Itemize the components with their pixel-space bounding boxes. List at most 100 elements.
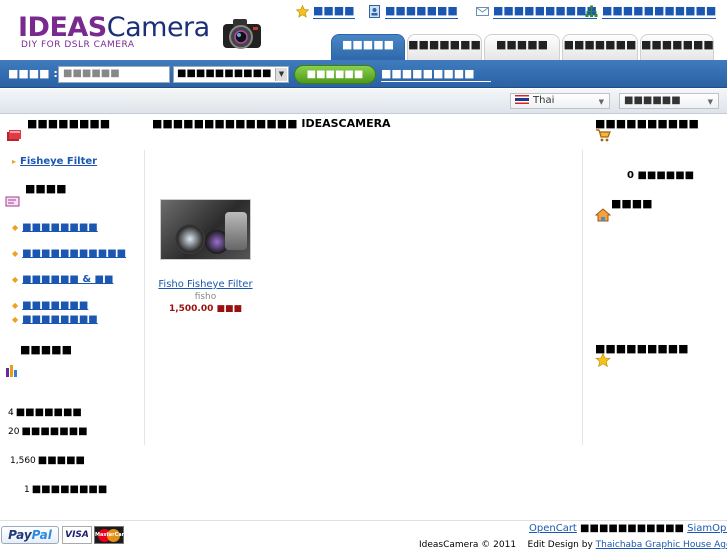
search-category-select[interactable]: ■■■■■■■■■■ ▼: [173, 66, 289, 83]
product-price: 1,500.00 ■■■: [168, 304, 243, 314]
tab-2-label: ■■■■■■■: [408, 38, 481, 51]
product-image[interactable]: [160, 199, 251, 260]
site-logo[interactable]: IDEASCamera DIY FOR DSLR CAMERA: [18, 12, 268, 58]
product-model: fisho: [194, 292, 217, 302]
currency-value: ■■■■■■: [624, 95, 681, 106]
top-links: ■■■■ ■■■■■■■ ■■■■■■■■■■ ■■■■■■■■■■■: [294, 4, 724, 24]
logo-text-camera: Camera: [106, 12, 210, 43]
toplink-favorites[interactable]: ■■■■: [295, 4, 355, 19]
language-select[interactable]: Thai ▼: [510, 93, 610, 109]
bullet-icon: ▸: [12, 157, 17, 166]
info-link[interactable]: ◆■■■■■■ & ■■: [12, 274, 122, 286]
stat-row: 1■■■■■■■■: [24, 484, 107, 496]
info-link-label: ■■■■■■■: [22, 300, 89, 311]
stat-label: ■■■■■■■: [15, 407, 82, 418]
info-link-label: ■■■■■■■■■■■: [22, 248, 127, 259]
info-link[interactable]: ◆■■■■■■■■: [12, 222, 117, 234]
edit-design-label: Edit Design by: [527, 540, 593, 550]
info-icon: [5, 194, 21, 208]
logo-tagline: DIY FOR DSLR CAMERA: [21, 40, 135, 50]
info-link[interactable]: ◆■■■■■■■■■■■: [12, 248, 126, 260]
star-icon: [295, 4, 310, 18]
info-link[interactable]: ◆■■■■■■■■: [12, 314, 117, 326]
paypal-text-pay: Pay: [8, 528, 32, 542]
info-link-label: ■■■■■■ & ■■: [22, 274, 114, 285]
page-title: ■■■■■■■■■■■■■■ IDEASCAMERA: [152, 118, 532, 130]
search-bar: ■■■■ : ■■■■■■ ■■■■■■■■■■ ▼ ■■■■■■ ■■■■■■…: [0, 60, 727, 88]
sitemap-icon: [585, 5, 598, 18]
mail-icon: [476, 5, 489, 18]
mastercard-text: MasterCard: [95, 532, 128, 538]
stat-row: 20■■■■■■■: [8, 426, 88, 438]
selector-bar: Thai ▼ ■■■■■■ ▼: [0, 89, 727, 114]
category-item[interactable]: ▸Fisheye Filter: [12, 156, 97, 168]
toplink-account-label: ■■■■■■■: [385, 4, 458, 19]
paypal-text-pal: Pal: [31, 528, 52, 542]
tab-5[interactable]: ■■■■■■■: [640, 34, 714, 62]
bullet-icon: ◆: [12, 249, 19, 258]
agency-link[interactable]: Thaichaba Graphic House Agency: [595, 540, 727, 550]
tab-home-label: ■■■■■: [342, 38, 394, 51]
paypal-logo: PayPal: [1, 526, 59, 544]
chevron-down-icon: ▼: [275, 68, 287, 81]
search-input[interactable]: ■■■■■■: [58, 66, 170, 83]
opencart-link[interactable]: OpenCart: [529, 523, 577, 534]
category-label: Fisheye Filter: [20, 156, 98, 167]
footer: [0, 520, 727, 545]
page-title-prefix: ■■■■■■■■■■■■■■: [152, 117, 298, 130]
info-link-label: ■■■■■■■■: [22, 314, 98, 325]
main-content: ■■■■■■■■■■■■■■ IDEASCAMERA Fisho Fisheye…: [145, 118, 582, 518]
advanced-search-link[interactable]: ■■■■■■■■■: [381, 67, 491, 82]
bullet-icon: ◆: [12, 275, 19, 284]
toplink-favorites-label: ■■■■: [313, 4, 355, 19]
currency-select[interactable]: ■■■■■■ ▼: [619, 93, 719, 109]
info-link-label: ■■■■■■■■: [22, 222, 98, 233]
footer-thai-text: ■■■■■■■■■■■: [580, 523, 684, 534]
chevron-down-icon: ▼: [707, 98, 713, 106]
toplink-account[interactable]: ■■■■■■■: [368, 4, 458, 19]
language-value: Thai: [533, 95, 555, 106]
bestsellers-title: ■■■■■■■■■: [595, 342, 689, 355]
search-button[interactable]: ■■■■■■: [294, 65, 376, 84]
home-icon: [594, 208, 612, 222]
stats-icon: [4, 364, 20, 378]
divider: [144, 150, 145, 445]
toplink-sitemap[interactable]: ■■■■■■■■■■■: [585, 4, 717, 19]
cart-total: 0 ■■■■■■: [627, 170, 695, 181]
stat-label: ■■■■■■■■: [31, 484, 108, 495]
welcome-title: ■■■■: [611, 197, 653, 210]
toplink-contact-label: ■■■■■■■■■■: [493, 4, 597, 19]
stat-row: 4■■■■■■■: [8, 407, 82, 419]
right-column: ■■■■■■■■■■ 0 ■■■■■■ ■■■■ ■■■■■■■■■: [583, 118, 727, 518]
tab-4-label: ■■■■■■■: [563, 38, 637, 51]
information-title: ■■■■: [25, 182, 67, 195]
tab-2[interactable]: ■■■■■■■: [407, 34, 482, 62]
favorite-star-icon: [595, 352, 611, 368]
tab-home[interactable]: ■■■■■: [331, 34, 405, 62]
tab-3-label: ■■■■■: [496, 38, 548, 51]
product-name-link[interactable]: Fisho Fisheye Filter: [158, 279, 253, 290]
categories-title: ■■■■■■■■: [27, 117, 111, 130]
toplink-contact[interactable]: ■■■■■■■■■■: [476, 4, 597, 19]
stats-title: ■■■■■: [20, 343, 72, 356]
stat-label: ■■■■■■■: [21, 426, 88, 437]
info-link[interactable]: ◆■■■■■■■: [12, 300, 117, 312]
toplink-sitemap-label: ■■■■■■■■■■■: [602, 4, 717, 19]
tab-5-label: ■■■■■■■: [641, 38, 714, 51]
search-category-value: ■■■■■■■■■■: [177, 68, 272, 79]
tab-4[interactable]: ■■■■■■■: [562, 34, 638, 62]
flag-thailand-icon: [515, 95, 529, 104]
bullet-icon: ◆: [12, 301, 19, 310]
address-book-icon: [368, 5, 381, 18]
camera-icon: [219, 14, 267, 54]
stat-number: 4: [8, 408, 14, 418]
stat-row: 1,560■■■■■: [10, 455, 85, 467]
siamopencart-link[interactable]: SiamOpencart: [687, 523, 727, 534]
stat-number: 1,560: [10, 456, 36, 466]
logo-text-ideas: IDEAS: [18, 12, 107, 43]
page-title-store: IDEASCAMERA: [301, 117, 391, 130]
tab-3[interactable]: ■■■■■: [484, 34, 560, 62]
stat-number: 20: [8, 427, 20, 437]
divider: [582, 150, 583, 445]
books-icon: [6, 129, 22, 143]
